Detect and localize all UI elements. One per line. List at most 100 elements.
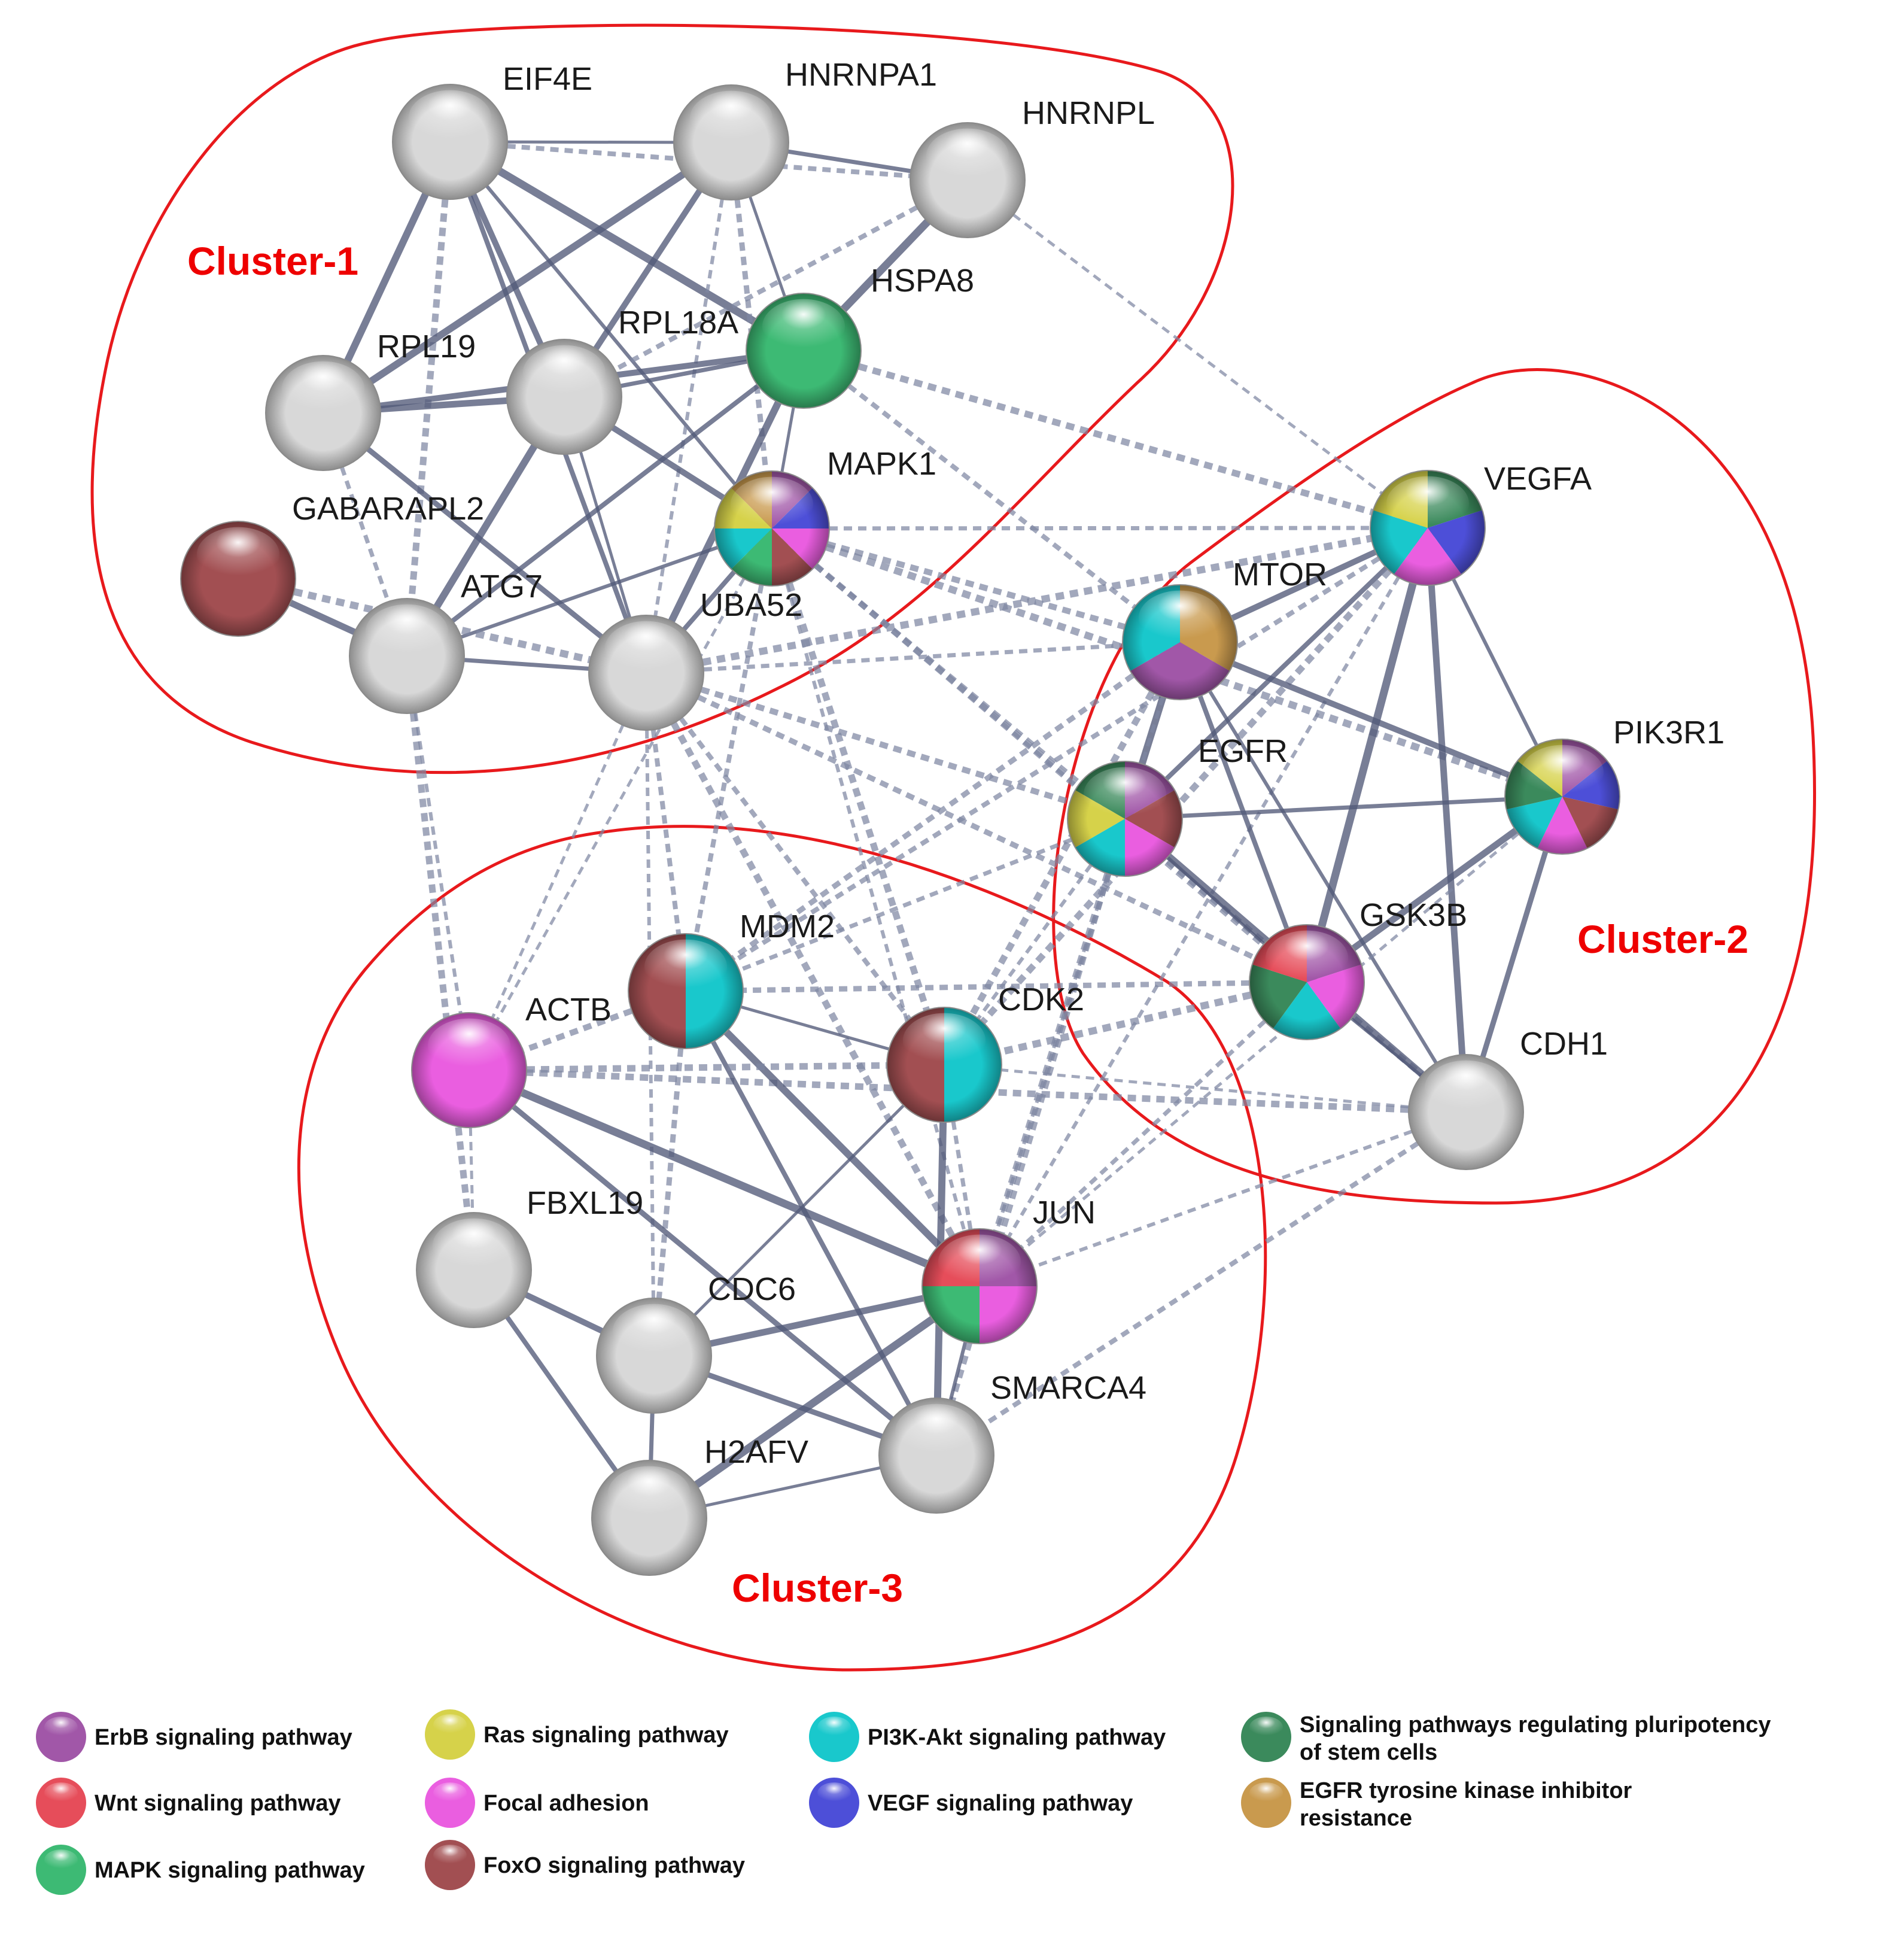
legend-item-erbb: ErbB signaling pathway xyxy=(36,1712,352,1762)
node-vegfa[interactable] xyxy=(1370,470,1486,586)
legend-swatch-gloss xyxy=(44,1849,78,1871)
node-fbxl19[interactable] xyxy=(416,1212,532,1328)
edge-uba52-mdm2 xyxy=(644,672,688,992)
node-rpl19[interactable] xyxy=(265,355,381,471)
edge-egfr-jun xyxy=(976,818,1129,1287)
edge-vegfa-cdh1 xyxy=(1424,527,1470,1113)
node-label-pik3r1: PIK3R1 xyxy=(1613,715,1724,751)
node-gloss xyxy=(895,1404,978,1459)
edge-cdk2-cdc6 xyxy=(653,1064,945,1357)
nodes-layer xyxy=(180,84,1620,1576)
node-hnrnpl[interactable] xyxy=(910,122,1026,238)
node-gabarapl2[interactable] xyxy=(180,521,296,637)
node-label-gabarapl2: GABARAPL2 xyxy=(292,491,484,527)
edge-mtor-cdk2 xyxy=(941,640,1183,1067)
node-label-fbxl19: FBXL19 xyxy=(527,1185,643,1221)
node-outline xyxy=(349,598,465,714)
node-outline xyxy=(1067,761,1183,877)
node-outline xyxy=(265,355,381,471)
node-egfr[interactable] xyxy=(1067,761,1183,877)
legend-swatch-gloss xyxy=(44,1717,78,1738)
edge-mapk1-cdk2 xyxy=(768,527,948,1066)
node-outline xyxy=(411,1012,527,1128)
edge-gsk3b-cdk2 xyxy=(943,979,1308,1068)
node-outline xyxy=(746,293,862,409)
legend-label: resistance xyxy=(1300,1806,1412,1831)
edge-actb-smarca4 xyxy=(467,1068,938,1458)
node-label-hnrnpa1: HNRNPA1 xyxy=(785,57,937,93)
legend-item-pi3k: PI3K-Akt signaling pathway xyxy=(809,1712,1166,1762)
edge-hspa8-vegfa xyxy=(802,347,1429,531)
edge-uba52-jun xyxy=(643,671,983,1288)
legend-label: ErbB signaling pathway xyxy=(95,1725,352,1750)
edge-mtor-pik3r1 xyxy=(1179,639,1564,800)
node-gloss xyxy=(1424,1060,1508,1116)
node-mdm2[interactable] xyxy=(628,933,744,1049)
node-eif4e[interactable] xyxy=(392,84,508,200)
node-outline xyxy=(180,521,296,637)
node-actb[interactable] xyxy=(411,1012,527,1128)
edge-hspa8-atg7 xyxy=(405,348,805,658)
node-label-mapk1: MAPK1 xyxy=(827,446,936,482)
node-label-egfr: EGFR xyxy=(1198,733,1288,769)
legend-label: VEGF signaling pathway xyxy=(868,1791,1133,1816)
edge-hnrnpa1-uba52 xyxy=(644,142,733,673)
node-hnrnpa1[interactable] xyxy=(673,84,789,201)
edge-cdh1-actb xyxy=(469,1067,1467,1116)
node-outline xyxy=(1249,924,1365,1040)
node-outline xyxy=(921,1228,1038,1344)
legend-swatch-gloss xyxy=(433,1714,467,1736)
node-gloss xyxy=(762,299,845,354)
edge-vegfa-gsk3b xyxy=(1303,527,1432,983)
node-gsk3b[interactable] xyxy=(1249,924,1365,1040)
node-gloss xyxy=(612,1304,696,1359)
node-outline xyxy=(714,470,830,587)
legend-swatch-gloss xyxy=(433,1782,467,1804)
node-h2afv[interactable] xyxy=(591,1460,707,1576)
edge-actb-cdk2 xyxy=(469,1061,945,1074)
node-label-jun: JUN xyxy=(1033,1195,1096,1231)
node-label-mtor: MTOR xyxy=(1233,557,1327,593)
node-gloss xyxy=(427,1018,511,1074)
edge-hnrnpl-rpl18a xyxy=(563,178,969,399)
edge-jun-h2afv xyxy=(647,1283,982,1521)
cluster-1-label: Cluster-1 xyxy=(187,239,358,283)
node-atg7[interactable] xyxy=(349,598,465,714)
edge-pik3r1-jun xyxy=(978,795,1564,1287)
legend-label: Focal adhesion xyxy=(483,1791,649,1816)
edge-uba52-mtor xyxy=(646,640,1181,675)
edge-vegfa-cdk2 xyxy=(941,525,1431,1067)
node-cdc6[interactable] xyxy=(596,1298,712,1414)
node-mapk1[interactable] xyxy=(714,470,830,587)
node-mtor[interactable] xyxy=(1122,584,1238,700)
node-smarca4[interactable] xyxy=(878,1398,994,1514)
node-outline xyxy=(910,122,1026,238)
node-outline xyxy=(392,84,508,200)
node-uba52[interactable] xyxy=(588,615,704,731)
legend-swatch-gloss xyxy=(817,1717,851,1738)
legend-swatch-gloss xyxy=(1249,1782,1283,1804)
node-gloss xyxy=(408,90,492,145)
node-hspa8[interactable] xyxy=(746,293,862,409)
node-cdh1[interactable] xyxy=(1408,1054,1524,1170)
node-outline xyxy=(886,1007,1002,1123)
cluster-1-outline xyxy=(90,23,1234,774)
edge-mapk1-mtor xyxy=(771,525,1181,645)
node-label-gsk3b: GSK3B xyxy=(1359,897,1467,933)
node-jun[interactable] xyxy=(921,1228,1038,1344)
legend-label: PI3K-Akt signaling pathway xyxy=(868,1725,1166,1750)
node-cdk2[interactable] xyxy=(886,1007,1002,1123)
node-outline xyxy=(878,1398,994,1514)
edge-egfr-pik3r1 xyxy=(1124,794,1563,821)
node-gloss xyxy=(365,604,449,660)
legend-swatch-gloss xyxy=(433,1845,467,1866)
legend-item-focal: Focal adhesion xyxy=(425,1778,649,1828)
node-label-mdm2: MDM2 xyxy=(740,909,835,944)
node-pik3r1[interactable] xyxy=(1504,739,1620,855)
legend-label: EGFR tyrosine kinase inhibitor xyxy=(1300,1778,1632,1803)
node-label-vegfa: VEGFA xyxy=(1484,461,1592,497)
edge-egfr-mdm2 xyxy=(685,816,1126,994)
node-outline xyxy=(628,933,744,1049)
node-rpl18a[interactable] xyxy=(506,339,622,455)
